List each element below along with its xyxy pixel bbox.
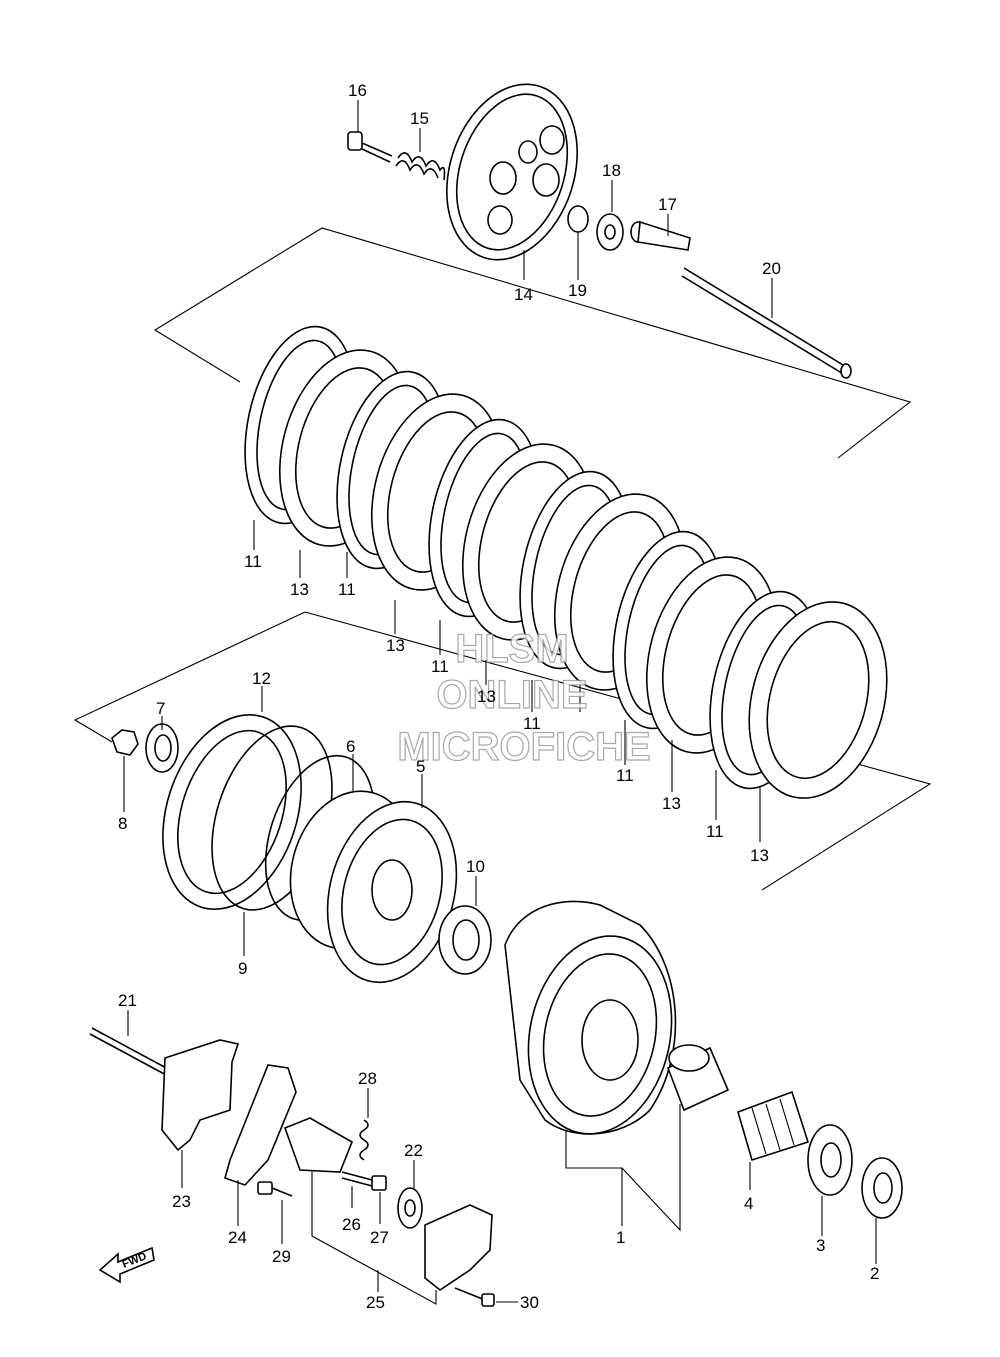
callout-20: 20: [762, 259, 781, 278]
callout-30: 30: [520, 1293, 539, 1312]
callout-11b: 11: [338, 580, 356, 599]
callout-13b: 13: [386, 636, 405, 655]
callout-14: 14: [514, 285, 533, 304]
bolt-30: [454, 1287, 495, 1307]
callout-3: 3: [816, 1236, 825, 1255]
callout-25: 25: [366, 1293, 385, 1312]
callout-labels: 16 15 18 17 20 14 19 11 13 11 13 11 13 1…: [118, 81, 879, 1312]
washer-7: [145, 723, 179, 773]
watermark: HLSM ONLINE MICROFICHE: [397, 626, 652, 769]
callout-13c: 13: [477, 687, 496, 706]
svg-text:ONLINE: ONLINE: [436, 673, 587, 717]
spring-15: [395, 152, 446, 181]
callout-19: 19: [568, 281, 587, 300]
needle-bearing-4: [737, 1090, 810, 1162]
washer-19: [567, 205, 589, 233]
nut-27: [371, 1175, 387, 1191]
gasket-24: [224, 1064, 297, 1186]
bearing-18: [596, 213, 624, 251]
svg-text:HLSM: HLSM: [455, 627, 568, 671]
bracket-23: [161, 1039, 240, 1152]
callout-26: 26: [342, 1215, 361, 1234]
callout-11e: 11: [616, 766, 634, 785]
callout-1: 1: [616, 1228, 625, 1247]
washer-10: [438, 905, 492, 975]
bearing-22: [397, 1187, 423, 1229]
spring-28: [359, 1119, 369, 1161]
callout-23: 23: [172, 1192, 191, 1211]
washer-3: [807, 1124, 853, 1196]
callout-4: 4: [744, 1194, 753, 1213]
callout-11f: 11: [706, 822, 724, 841]
callout-13a: 13: [290, 580, 309, 599]
spacer-sleeve: [666, 1044, 730, 1112]
leader-lines: [123, 100, 877, 1305]
forward-direction-arrow: FWD: [98, 1246, 155, 1284]
callout-15: 15: [410, 109, 429, 128]
callout-24: 24: [228, 1228, 247, 1247]
push-rod-20: [681, 267, 852, 379]
callout-17: 17: [658, 195, 677, 214]
callout-5: 5: [416, 757, 425, 776]
callout-13e: 13: [750, 846, 769, 865]
callout-16: 16: [348, 81, 367, 100]
release-cam: [283, 1117, 354, 1173]
svg-text:MICROFICHE: MICROFICHE: [397, 725, 650, 769]
bolt-16: [347, 131, 393, 163]
callout-28: 28: [358, 1069, 377, 1088]
callout-13d: 13: [662, 794, 681, 813]
callout-6: 6: [346, 737, 355, 756]
callout-10: 10: [466, 857, 485, 876]
callout-9: 9: [238, 959, 247, 978]
bolt-26: [341, 1171, 373, 1187]
plate-stack-outline: [73, 227, 932, 891]
callout-29: 29: [272, 1247, 291, 1266]
nut-8: [111, 729, 139, 756]
callout-11d: 11: [523, 714, 541, 733]
callout-22: 22: [404, 1141, 423, 1160]
callout-27: 27: [370, 1228, 389, 1247]
callout-8: 8: [118, 814, 127, 833]
clutch-hub-5: [289, 790, 458, 984]
callout-18: 18: [602, 161, 621, 180]
callout-11a: 11: [244, 552, 262, 571]
washer-2: [861, 1157, 903, 1219]
callout-21: 21: [118, 991, 137, 1010]
callout-12: 12: [252, 669, 271, 688]
release-housing: [424, 1204, 493, 1291]
pressure-plate: [446, 83, 578, 261]
bolt-29: [257, 1181, 293, 1197]
callout-11c: 11: [431, 657, 449, 676]
callout-7: 7: [156, 699, 165, 718]
clutch-housing-1: [504, 900, 677, 1135]
callout-2: 2: [870, 1264, 879, 1283]
steel-plate-6: [748, 601, 888, 799]
friction-plate-12: [162, 713, 302, 911]
rod-21: [89, 1027, 171, 1077]
push-piece-17: [630, 220, 691, 251]
